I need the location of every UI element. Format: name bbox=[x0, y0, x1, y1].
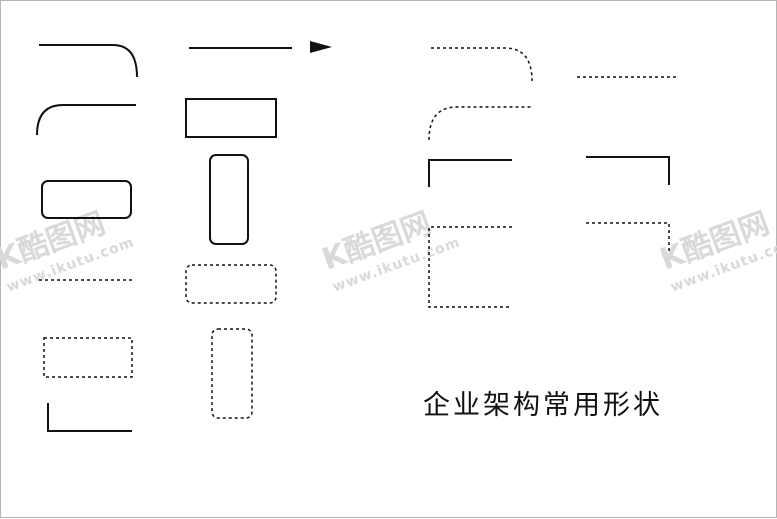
dotted-top-right-bracket bbox=[586, 222, 670, 251]
solid-corner-up-shape bbox=[36, 104, 136, 136]
dotted-corner-up-shape bbox=[428, 106, 532, 141]
solid-top-left-bracket bbox=[428, 159, 512, 187]
dotted-left-bracket bbox=[428, 226, 512, 308]
dotted-rounded-vertical-rectangle bbox=[211, 328, 253, 419]
dotted-rectangle bbox=[43, 337, 133, 378]
solid-rounded-vertical-rectangle bbox=[209, 154, 249, 245]
solid-top-right-bracket bbox=[586, 156, 670, 185]
solid-rounded-rectangle bbox=[41, 180, 132, 219]
solid-corner-down-shape bbox=[39, 44, 138, 78]
solid-rectangle bbox=[185, 98, 277, 138]
solid-bracket-shape bbox=[47, 403, 132, 432]
caption-title: 企业架构常用形状 bbox=[423, 390, 663, 421]
arrowhead-icon bbox=[310, 41, 332, 53]
dotted-corner-down-shape bbox=[431, 47, 533, 82]
dotted-rounded-rectangle bbox=[185, 264, 277, 304]
